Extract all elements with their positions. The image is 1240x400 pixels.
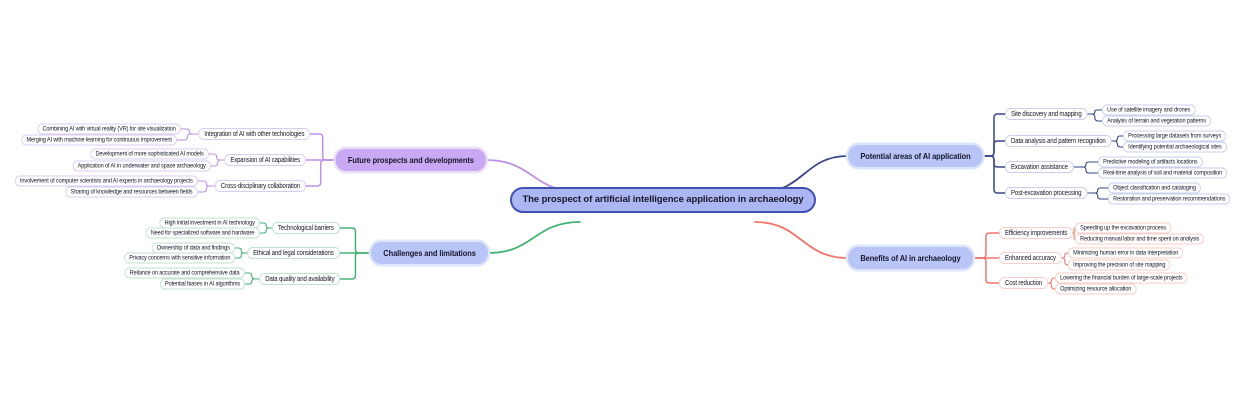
leaf-node[interactable]: Minimizing human error in data interpret… <box>1068 247 1184 259</box>
topic-node[interactable]: Expansion of AI capabilities <box>224 154 306 166</box>
topic-node[interactable]: Excavation assistance <box>1005 161 1074 173</box>
leaf-node[interactable]: Lowering the financial burden of large-s… <box>1055 272 1188 284</box>
topic-node[interactable]: Efficiency improvements <box>999 227 1074 239</box>
topic-node[interactable]: Cross-disciplinary collaboration <box>214 180 306 192</box>
leaf-node[interactable]: Analysis of terrain and vegetation patte… <box>1102 115 1212 127</box>
leaf-node[interactable]: Sharing of knowledge and resources betwe… <box>65 186 198 198</box>
leaf-node[interactable]: Application of AI in underwater and spac… <box>72 160 211 172</box>
topic-node[interactable]: Post-excavation processing <box>1005 187 1088 199</box>
topic-node[interactable]: Site discovery and mapping <box>1005 108 1088 120</box>
leaf-node[interactable]: Reliance on accurate and comprehensive d… <box>124 267 245 279</box>
topic-node[interactable]: Data analysis and pattern recognition <box>1005 135 1112 147</box>
leaf-node[interactable]: Development of more sophisticated AI mod… <box>90 148 209 160</box>
leaf-node[interactable]: Identifying potential archaeological sit… <box>1123 141 1227 153</box>
leaf-node[interactable]: Object classification and cataloging <box>1108 182 1202 194</box>
leaf-node[interactable]: Combining AI with virtual reality (VR) f… <box>37 123 181 135</box>
topic-node[interactable]: Ethical and legal considerations <box>247 247 340 259</box>
leaf-node[interactable]: Real-time analysis of soil and material … <box>1098 167 1228 179</box>
branch-benefits[interactable]: Benefits of AI in archaeology <box>848 247 973 269</box>
leaf-node[interactable]: Restoration and preservation recommendat… <box>1108 193 1231 205</box>
root-node[interactable]: The prospect of artificial intelligence … <box>510 187 816 214</box>
branch-potential-areas[interactable]: Potential areas of AI application <box>848 145 983 167</box>
leaf-node[interactable]: Need for specialized software and hardwa… <box>146 227 260 239</box>
leaf-node[interactable]: Improving the precision of site mapping <box>1068 259 1171 271</box>
topic-node[interactable]: Cost reduction <box>999 277 1049 289</box>
leaf-node[interactable]: Speeding up the excavation process <box>1075 222 1172 234</box>
branch-future-prospects[interactable]: Future prospects and developments <box>335 149 486 171</box>
leaf-node[interactable]: Involvement of computer scientists and A… <box>15 175 198 187</box>
topic-node[interactable]: Technological barriers <box>272 222 340 234</box>
leaf-node[interactable]: Use of satellite imagery and drones <box>1102 104 1196 116</box>
leaf-node[interactable]: Reducing manual labor and time spent on … <box>1075 233 1205 245</box>
leaf-node[interactable]: Optimizing resource allocation <box>1055 283 1137 295</box>
leaf-node[interactable]: Potential biases in AI algorithms <box>159 278 245 290</box>
topic-node[interactable]: Enhanced accuracy <box>999 252 1062 264</box>
leaf-node[interactable]: Merging AI with machine learning for con… <box>21 134 177 146</box>
leaf-node[interactable]: Processing large datasets from surveys <box>1123 130 1227 142</box>
branch-challenges[interactable]: Challenges and limitations <box>370 242 488 264</box>
leaf-node[interactable]: Privacy concerns with sensitive informat… <box>123 252 235 264</box>
topic-node[interactable]: Data quality and availability <box>258 273 340 285</box>
topic-node[interactable]: Integration of AI with other technologie… <box>197 128 310 140</box>
leaf-node[interactable]: Predictive modeling of artifacts locatio… <box>1098 156 1203 168</box>
